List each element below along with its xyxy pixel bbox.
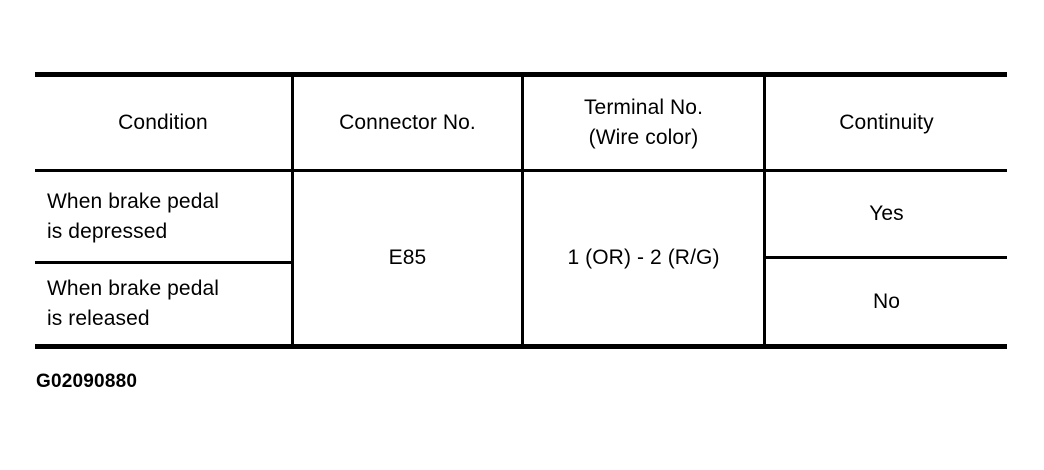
- table-row-2-condition: When brake pedal is released: [35, 264, 291, 344]
- table-top-border: [35, 72, 1007, 77]
- header-condition-label: Condition: [118, 111, 208, 134]
- continuity-1-value: Yes: [869, 202, 904, 225]
- column-divider-2: [521, 75, 524, 346]
- header-connector-no: Connector No.: [294, 77, 521, 169]
- header-wire-color-sublabel: (Wire color): [588, 126, 699, 149]
- condition-row-divider: [35, 261, 292, 264]
- connector-no-value: E85: [388, 246, 427, 269]
- condition-1-line-2: is depressed: [47, 219, 168, 243]
- table-row-1-condition: When brake pedal is depressed: [35, 172, 291, 261]
- terminal-no-value-cell: 1 (OR) - 2 (R/G): [524, 172, 763, 344]
- header-connector-no-label: Connector No.: [339, 111, 476, 134]
- continuity-2-value: No: [872, 289, 901, 313]
- table-bottom-border: [35, 344, 1007, 349]
- header-continuity: Continuity: [766, 77, 1007, 169]
- continuity-inspection-table: Condition Connector No. Terminal No. (Wi…: [35, 72, 1007, 349]
- table-row-2-continuity: No: [766, 259, 1007, 344]
- table-row-1-continuity: Yes: [766, 172, 1007, 256]
- header-condition: Condition: [35, 77, 291, 169]
- condition-2-line-2: is released: [47, 307, 150, 330]
- terminal-no-value: 1 (OR) - 2 (R/G): [567, 246, 720, 269]
- column-divider-3: [763, 75, 766, 346]
- header-terminal-no-label: Terminal No.: [583, 96, 704, 119]
- header-terminal-no: Terminal No. (Wire color): [524, 77, 763, 169]
- continuity-row-divider: [764, 256, 1007, 259]
- column-divider-1: [291, 75, 294, 346]
- header-continuity-label: Continuity: [839, 111, 934, 134]
- condition-1-line-1: When brake pedal: [47, 189, 220, 213]
- figure-id-caption: G02090880: [36, 371, 138, 392]
- condition-2-line-1: When brake pedal: [47, 277, 220, 300]
- connector-no-value-cell: E85: [294, 172, 521, 344]
